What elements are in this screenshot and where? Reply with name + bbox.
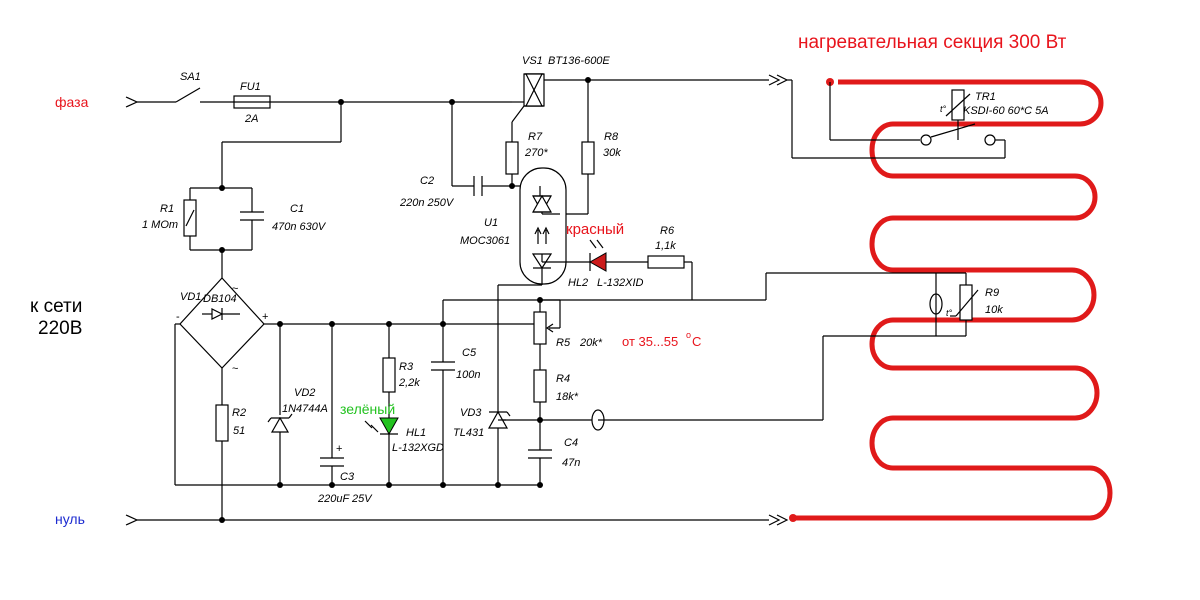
phase-label: фаза xyxy=(55,94,89,110)
ac-label-top: ~ xyxy=(232,283,238,295)
led-hl2-red xyxy=(588,252,607,272)
zener-vd2 xyxy=(270,416,290,433)
ac-label-bottom: ~ xyxy=(232,363,238,375)
hl1-label: HL1 xyxy=(406,427,426,439)
r7-value: 270* xyxy=(524,147,548,159)
r1-label: R1 xyxy=(160,203,174,215)
c2-label: C2 xyxy=(420,175,434,187)
resistor-r2 xyxy=(215,404,229,442)
temp-degree: o xyxy=(686,330,691,340)
r3-label: R3 xyxy=(399,361,414,373)
r2-value: 51 xyxy=(233,425,245,437)
hl2-label: HL2 xyxy=(568,277,588,289)
c2-value: 220n 250V xyxy=(399,197,455,209)
r8-label: R8 xyxy=(604,131,619,143)
c1-label: C1 xyxy=(290,203,304,215)
heater-title: нагревательная секция 300 Вт xyxy=(798,32,1067,53)
temp-unit: C xyxy=(692,334,701,349)
r6-label: R6 xyxy=(660,225,675,237)
r9-t-symbol: t° xyxy=(946,308,953,318)
resistor-r4 xyxy=(533,369,547,403)
vd3-value: TL431 xyxy=(453,427,484,439)
c3-value: 220uF 25V xyxy=(317,493,373,505)
green-led-label: зелёный xyxy=(340,401,395,417)
r4-label: R4 xyxy=(556,373,570,385)
phase-line xyxy=(125,74,1006,159)
u1-label: U1 xyxy=(484,217,498,229)
c4-value: 47n xyxy=(562,457,580,469)
network-label-line1: к сети xyxy=(30,296,82,317)
sa1-label: SA1 xyxy=(180,71,201,83)
r7-label: R7 xyxy=(528,131,543,143)
temp-range-label: от 35...55 xyxy=(622,334,678,349)
potentiometer-r5 xyxy=(533,311,547,345)
vd3-label: VD3 xyxy=(460,407,482,419)
vd2-value: 1N4744A xyxy=(282,403,328,415)
optocoupler-u1 xyxy=(519,167,567,285)
fu1-value: 2A xyxy=(244,113,258,125)
r6-value: 1,1k xyxy=(655,240,676,252)
fu1-label: FU1 xyxy=(240,81,261,93)
r5-value: 20k* xyxy=(579,337,603,349)
hl1-value: L-132XGD xyxy=(392,442,444,454)
resistor-r6 xyxy=(647,255,685,269)
vd1-label: VD1 xyxy=(180,291,201,303)
vs1-value: BT136-600E xyxy=(548,55,610,67)
r9-value: 10k xyxy=(985,304,1003,316)
red-led-label: красный xyxy=(566,221,624,238)
vs1-label: VS1 xyxy=(522,55,543,67)
resistor-r3 xyxy=(382,357,396,393)
plus-label: + xyxy=(262,311,268,323)
c3-plus: + xyxy=(336,443,342,455)
r1-value: 1 MOm xyxy=(142,219,178,231)
c3-label: C3 xyxy=(340,471,355,483)
vd2-label: VD2 xyxy=(294,387,315,399)
tr1-label: TR1 xyxy=(975,91,996,103)
resistor-r7 xyxy=(505,141,519,175)
thermistor-r9 xyxy=(959,284,973,321)
thermostat-tr1 xyxy=(920,134,932,146)
r2-label: R2 xyxy=(232,407,246,419)
tr1-t-symbol: t° xyxy=(940,104,947,114)
r3-value: 2,2k xyxy=(398,377,420,389)
c5-label: C5 xyxy=(462,347,477,359)
c4-label: C4 xyxy=(564,437,578,449)
resistor-r8 xyxy=(581,141,595,175)
c1-value: 470n 630V xyxy=(272,221,327,233)
network-label-line2: 220В xyxy=(38,318,82,339)
minus-label: - xyxy=(176,311,180,323)
neutral-label: нуль xyxy=(55,511,85,527)
r4-value: 18k* xyxy=(556,391,579,403)
heater-terminal-bottom xyxy=(789,514,797,522)
led-hl1-green xyxy=(379,417,399,436)
r5-label: R5 xyxy=(556,337,571,349)
r9-label: R9 xyxy=(985,287,999,299)
tr1-value: KSDI-60 60*C 5A xyxy=(963,105,1049,117)
vd1-value: DB104 xyxy=(203,293,237,305)
c5-value: 100n xyxy=(456,369,480,381)
r8-value: 30k xyxy=(603,147,621,159)
heater-element xyxy=(793,79,1113,521)
hl2-value: L-132XID xyxy=(597,277,644,289)
u1-value: MOC3061 xyxy=(460,235,510,247)
